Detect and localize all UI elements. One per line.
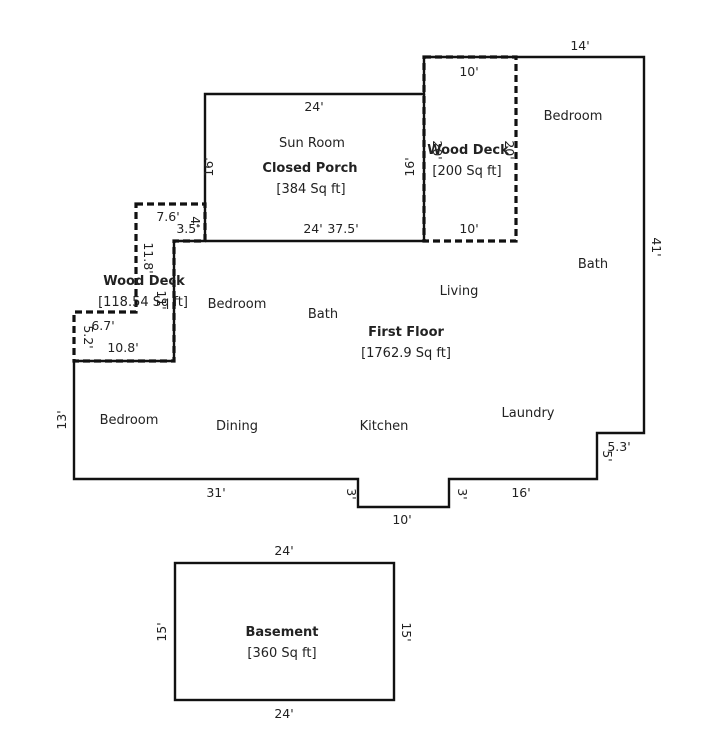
room-bath-e: Bath xyxy=(578,257,608,272)
wood-deck-right-outline xyxy=(422,55,518,243)
first-floor-outline xyxy=(72,55,646,509)
dim-notch-bottom: 10' xyxy=(392,512,411,527)
deck-left-dim-top: 7.6' xyxy=(156,209,179,224)
first-floor-area: [1762.9 Sq ft] xyxy=(361,346,451,361)
dim-mid-wall: 37.5' xyxy=(327,221,358,236)
deck-left-dim-bottom: 10.8' xyxy=(107,340,138,355)
deck-left-dim-inner: 11.8' xyxy=(141,242,156,273)
deck-left-dim-mid: 6.7' xyxy=(91,318,114,333)
dim-step-v: 5' xyxy=(600,450,615,461)
deck-right-dim-top: 10' xyxy=(459,64,478,79)
dim-notch-right: 3' xyxy=(455,488,470,499)
deck-right-area: [200 Sq ft] xyxy=(432,164,501,179)
dim-bottom-right: 16' xyxy=(511,485,530,500)
dim-right: 41' xyxy=(649,237,664,256)
room-bedroom-mid: Bedroom xyxy=(208,297,267,312)
dim-bottom-left: 31' xyxy=(206,485,225,500)
room-bedroom-ne: Bedroom xyxy=(544,109,603,124)
room-bedroom-sw: Bedroom xyxy=(100,413,159,428)
basement-outline xyxy=(173,561,396,702)
sun-room-area: [384 Sq ft] xyxy=(276,182,345,197)
deck-left-title: Wood Deck xyxy=(103,274,185,289)
basement-dim-left: 15' xyxy=(154,622,169,641)
basement-dim-top: 24' xyxy=(274,543,293,558)
sun-room-dim-right: 16' xyxy=(402,157,417,176)
dim-step-h: 5.3' xyxy=(607,439,630,454)
basement-dim-right: 15' xyxy=(399,622,414,641)
sun-room-title: Closed Porch xyxy=(262,161,357,176)
sun-room-dim-top: 24' xyxy=(304,99,323,114)
deck-right-dim-bottom: 10' xyxy=(459,221,478,236)
sun-room-dim-bottom: 24' xyxy=(303,221,322,236)
dim-notch-left: 3' xyxy=(344,488,359,499)
sun-room-label: Sun Room xyxy=(279,136,345,151)
sun-room-dim-left: 16' xyxy=(201,157,216,176)
basement-title: Basement xyxy=(245,625,318,640)
deck-left-area: [118.54 Sq ft] xyxy=(98,295,188,310)
deck-right-dim-left: 20' xyxy=(430,140,445,159)
deck-right-dim-right: 20' xyxy=(502,140,517,159)
room-bath-w: Bath xyxy=(308,307,338,322)
basement-dim-bottom: 24' xyxy=(274,706,293,721)
deck-right-title: Wood Deck xyxy=(427,143,509,158)
room-laundry: Laundry xyxy=(502,406,555,421)
deck-left-dim-inner2: 11' xyxy=(154,290,169,309)
deck-left-dim-side: 5.2' xyxy=(81,325,96,348)
room-kitchen: Kitchen xyxy=(360,419,409,434)
dim-left: 13' xyxy=(54,410,69,429)
wood-deck-left-outline xyxy=(72,202,207,363)
room-dining: Dining xyxy=(216,419,258,434)
deck-left-dim-small: 3.5' xyxy=(176,221,199,236)
deck-left-dim-short: 4' xyxy=(188,216,203,227)
room-living: Living xyxy=(440,284,479,299)
basement-area: [360 Sq ft] xyxy=(247,646,316,661)
first-floor-title: First Floor xyxy=(368,325,444,340)
dim-top-right: 14' xyxy=(570,38,589,53)
